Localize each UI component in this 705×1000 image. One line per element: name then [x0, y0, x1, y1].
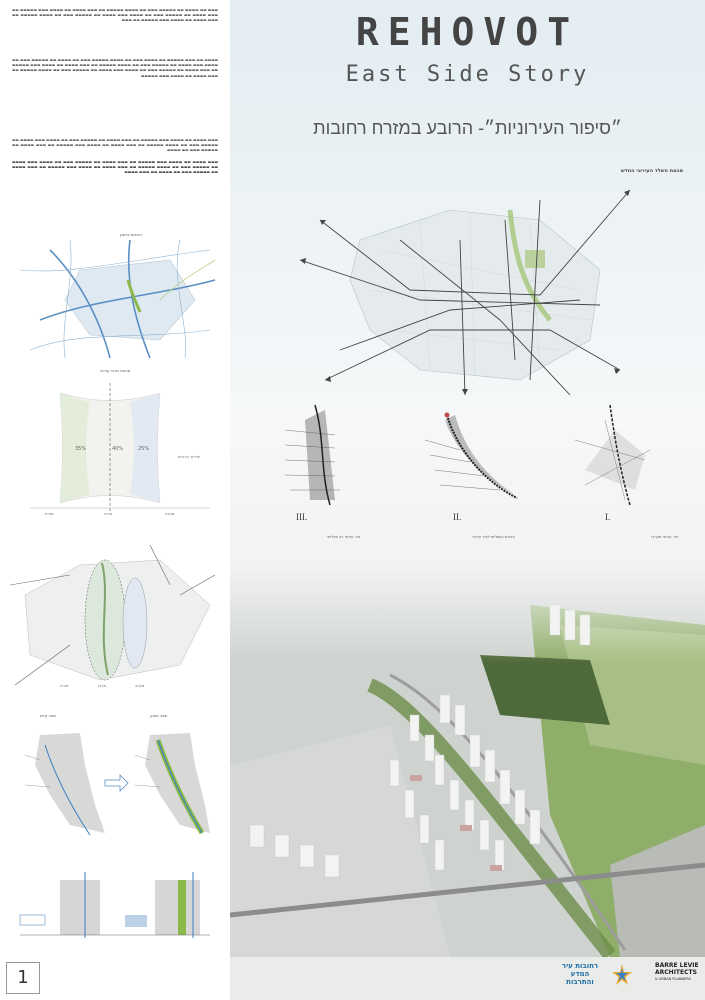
- page-number: 1: [6, 962, 40, 994]
- stage-1-roman: I.: [605, 512, 611, 522]
- bands-axis-east: מזרח: [45, 511, 54, 516]
- stage-3-caption: ציר עירוני רב תכליתי: [327, 534, 360, 539]
- bands-pct-mid: 40%: [112, 446, 123, 452]
- body-paragraph-2: ▬▬▬ ▬▬▬▬ ▬▬ ▬▬▬▬ ▬▬▬ ▬▬▬▬▬ ▬▬ ▬▬▬ ▬▬▬▬ ▬…: [12, 138, 218, 153]
- compare-b-label: מצב מוצע: [150, 713, 168, 718]
- map-title: סכמת השלד העירוני החדש: [621, 168, 683, 174]
- firm-name-3: & URBAN PLANNERS: [655, 977, 691, 981]
- bands-axis-west: מערב: [165, 511, 175, 516]
- section-diagram: [19, 872, 210, 938]
- compare-a-label: מצב קיים: [40, 713, 56, 718]
- corridor-axis-west: מערב: [135, 683, 145, 688]
- corridor-axis-center: מרכז: [98, 683, 106, 688]
- corridor-map-diagram: מזרח מרכז מערב: [10, 545, 216, 688]
- firm-name-2: ARCHITECTS: [655, 969, 697, 976]
- inset-map-diagram: [19, 240, 216, 359]
- inset-map-title: רחובות בתוכן: [120, 232, 143, 237]
- bands-side-note: שוליים עירוניים: [178, 455, 201, 459]
- city-logo: רחובות עיר המדע והתרבות: [561, 962, 599, 986]
- poster-subtitle: East Side Story: [345, 62, 590, 87]
- body-paragraph-3: ▬▬▬ ▬▬▬▬ ▬▬ ▬▬▬▬ ▬▬▬ ▬▬▬▬▬ ▬▬ ▬▬▬ ▬▬▬▬ ▬…: [12, 160, 218, 175]
- compare-diagram: [24, 733, 210, 836]
- poster-title: REHOVOT: [355, 10, 580, 54]
- bands-diagram: 35% 40% 25% שוליים עירוניים מזרח מרכז מע…: [30, 383, 210, 516]
- intro-paragraph: ▬▬▬ ▬▬ ▬▬▬▬ ▬▬ ▬▬▬▬▬ ▬▬▬ ▬▬ ▬▬▬▬ ▬▬▬▬▬ ▬…: [12, 8, 218, 23]
- corridor-axis-east: מזרח: [60, 683, 69, 688]
- firm-name: BARRE LEVIE: [655, 962, 699, 969]
- stage-1-caption: ציר עירוני מערבי: [651, 534, 678, 539]
- stage-3-roman: III.: [296, 512, 308, 522]
- stage-diagrams: [285, 404, 651, 506]
- bands-pct-right: 25%: [138, 446, 149, 452]
- bands-pct-left: 35%: [75, 446, 86, 452]
- star-logo-icon: [612, 964, 632, 985]
- aerial-rendering: [230, 565, 705, 957]
- stage-2-roman: II.: [453, 512, 462, 522]
- firm-logo: BARRE LEVIE ARCHITECTS & URBAN PLANNERS: [655, 962, 701, 983]
- stage-2-caption: הפיכת השוליים לציר עירוני: [472, 534, 515, 539]
- urban-skeleton-map: [300, 189, 631, 396]
- left-column: ▬▬▬ ▬▬ ▬▬▬▬ ▬▬ ▬▬▬▬▬ ▬▬▬ ▬▬ ▬▬▬▬ ▬▬▬▬▬ ▬…: [0, 0, 231, 1000]
- hebrew-title: ״סיפור העירוניות״- הרובע במזרח רחובות: [313, 118, 622, 138]
- body-paragraph-1: ▬▬▬▬ ▬▬ ▬▬▬ ▬▬▬▬▬ ▬▬ ▬▬▬▬ ▬▬▬ ▬▬ ▬▬▬▬ ▬▬…: [12, 58, 218, 78]
- bands-title: סכמת מרכז עירוני: [100, 368, 131, 373]
- bands-axis-center: מרכז: [104, 511, 112, 516]
